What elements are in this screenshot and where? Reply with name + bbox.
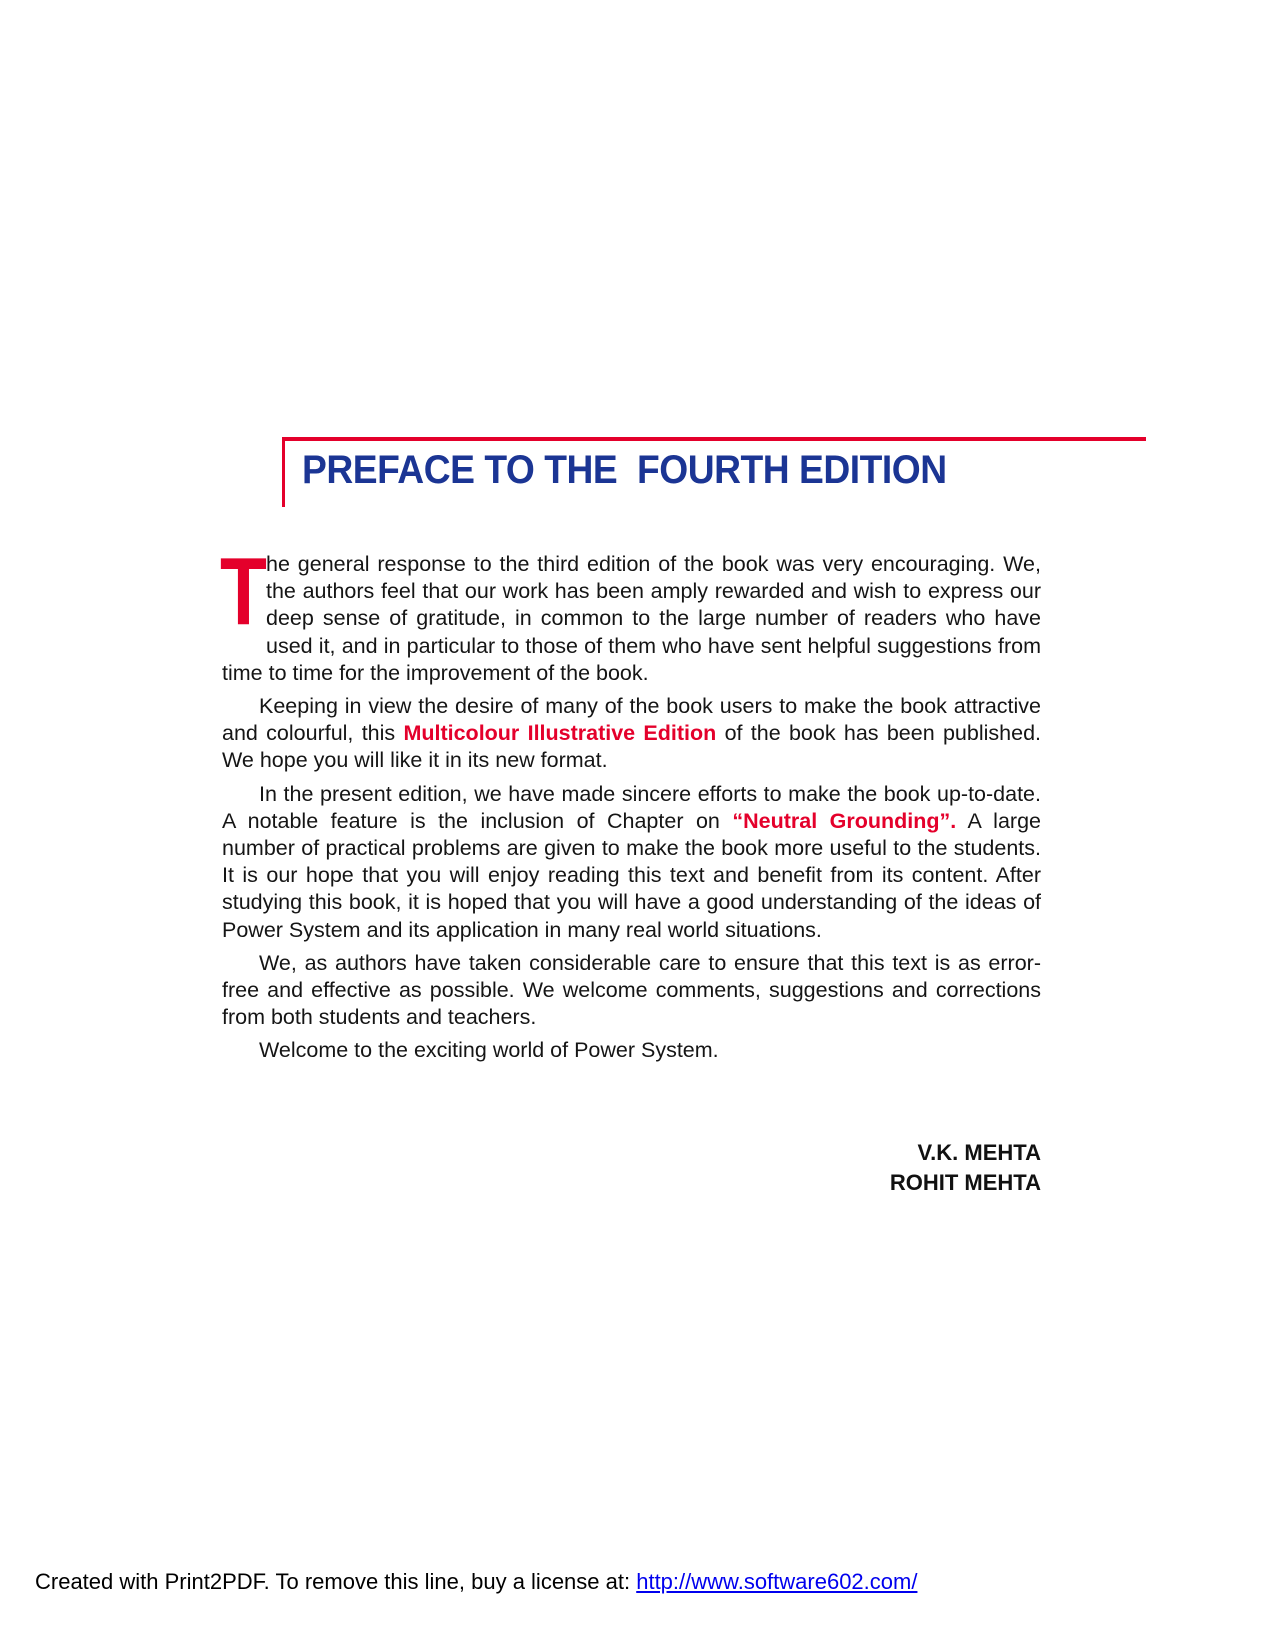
paragraph-3: In the present edition, we have made sin… bbox=[222, 781, 1041, 944]
paragraph-2-before: Keeping in view the desire of many of th… bbox=[222, 694, 1041, 746]
paragraph-2: Keeping in view the desire of many of th… bbox=[222, 693, 1041, 775]
paragraph-2-after: of the book has been published. We hope … bbox=[222, 721, 1041, 773]
author-1: V.K. MEHTA bbox=[917, 1140, 1041, 1165]
print2pdf-footer: Created with Print2PDF. To remove this l… bbox=[35, 1569, 917, 1595]
drop-cap: T bbox=[220, 538, 267, 645]
highlight-multicolour-edition: Multicolour Illustrative Edition bbox=[403, 721, 717, 746]
footer-text: Created with Print2PDF. To remove this l… bbox=[35, 1569, 637, 1594]
paragraph-3-after: A large number of practical problems are… bbox=[222, 808, 1041, 942]
author-2: ROHIT MEHTA bbox=[889, 1170, 1041, 1195]
paragraph-4: We, as authors have taken considerable c… bbox=[222, 950, 1041, 1030]
paragraph-5: Welcome to the exciting world of Power S… bbox=[259, 1038, 719, 1063]
paragraph-3-before: In the present edition, we have made sin… bbox=[222, 781, 1041, 833]
license-link[interactable]: http://www.software602.com/ bbox=[636, 1569, 918, 1594]
highlight-neutral-grounding: “Neutral Grounding”. bbox=[732, 808, 957, 833]
title-rule-top bbox=[282, 437, 1146, 441]
paragraph-1-text: he general response to the third edition… bbox=[222, 552, 1041, 685]
title-rule-left bbox=[282, 437, 285, 507]
signature: V.K. MEHTA ROHIT MEHTA bbox=[890, 1138, 1041, 1198]
page-title: PREFACE TO THE FOURTH EDITION bbox=[302, 448, 947, 492]
